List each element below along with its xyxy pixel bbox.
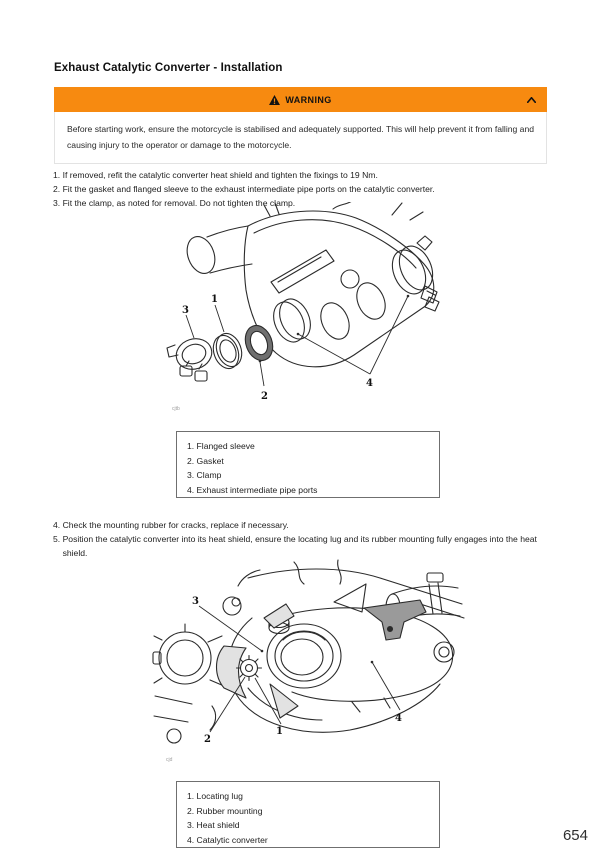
callout-3: 3 [182, 305, 189, 316]
step-text: Position the catalytic converter into it… [62, 534, 537, 558]
callout-2: 2 [204, 734, 211, 745]
assembly-diagram-figure: 3 2 1 4 cjd [152, 556, 470, 771]
legend-item: 2. Gasket [187, 455, 224, 466]
step-text: Check the mounting rubber for cracks, re… [62, 520, 289, 530]
step-number: 2. [53, 184, 63, 194]
warning-header[interactable]: WARNING [54, 87, 547, 112]
warning-panel: WARNING Before starting work, ensure the… [54, 87, 547, 164]
legend-item: 4. Catalytic converter [187, 834, 268, 845]
step-text: Fit the gasket and flanged sleeve to the… [62, 184, 435, 194]
callout-1: 1 [211, 294, 218, 305]
legend-item: 3. Heat shield [187, 820, 240, 830]
step-number: 4. [53, 520, 63, 530]
instruction-step: 5. Position the catalytic converter into… [53, 532, 559, 560]
step-number: 1. [53, 170, 63, 180]
figure-code: cjtb [172, 406, 180, 412]
callout-1: 1 [276, 726, 283, 737]
callout-2: 2 [261, 391, 268, 402]
warning-body-text: Before starting work, ensure the motorcy… [54, 112, 547, 164]
legend-item: 4. Exhaust intermediate pipe ports [187, 484, 318, 495]
instruction-step: 1. If removed, refit the catalytic conve… [53, 168, 559, 182]
legend-item: 1. Flanged sleeve [187, 441, 255, 451]
warning-title: WARNING [269, 94, 332, 105]
warning-label: WARNING [285, 94, 332, 105]
legend-item: 2. Rubber mounting [187, 805, 263, 816]
instruction-list-2: 4. Check the mounting rubber for cracks,… [53, 518, 559, 560]
exploded-diagram-figure: 3 1 2 4 cjtb [158, 202, 443, 420]
figure1-legend: 1. Flanged sleeve 2. Gasket 3. Clamp 4. … [176, 431, 440, 498]
step-number: 5. [53, 534, 63, 544]
instruction-step: 4. Check the mounting rubber for cracks,… [53, 518, 559, 532]
figure-code: cjd [166, 757, 173, 763]
callout-4: 4 [395, 713, 402, 724]
chevron-up-icon[interactable] [527, 96, 536, 103]
instruction-step: 2. Fit the gasket and flanged sleeve to … [53, 182, 559, 196]
instruction-step: 3. Fit the clamp, as noted for removal. … [53, 196, 559, 210]
warning-triangle-icon [269, 94, 281, 105]
instruction-list-1: 1. If removed, refit the catalytic conve… [53, 168, 559, 210]
step-text: Fit the clamp, as noted for removal. Do … [62, 198, 296, 208]
legend-item: 1. Locating lug [187, 791, 243, 801]
step-number: 3. [53, 198, 63, 208]
page-title: Exhaust Catalytic Converter - Installati… [54, 62, 283, 74]
page-number: 654 [562, 827, 588, 844]
callout-3: 3 [192, 596, 199, 607]
step-text: If removed, refit the catalytic converte… [62, 170, 378, 180]
legend-item: 3. Clamp [187, 470, 222, 480]
callout-4: 4 [366, 378, 373, 389]
figure2-legend: 1. Locating lug 2. Rubber mounting 3. He… [176, 781, 440, 848]
